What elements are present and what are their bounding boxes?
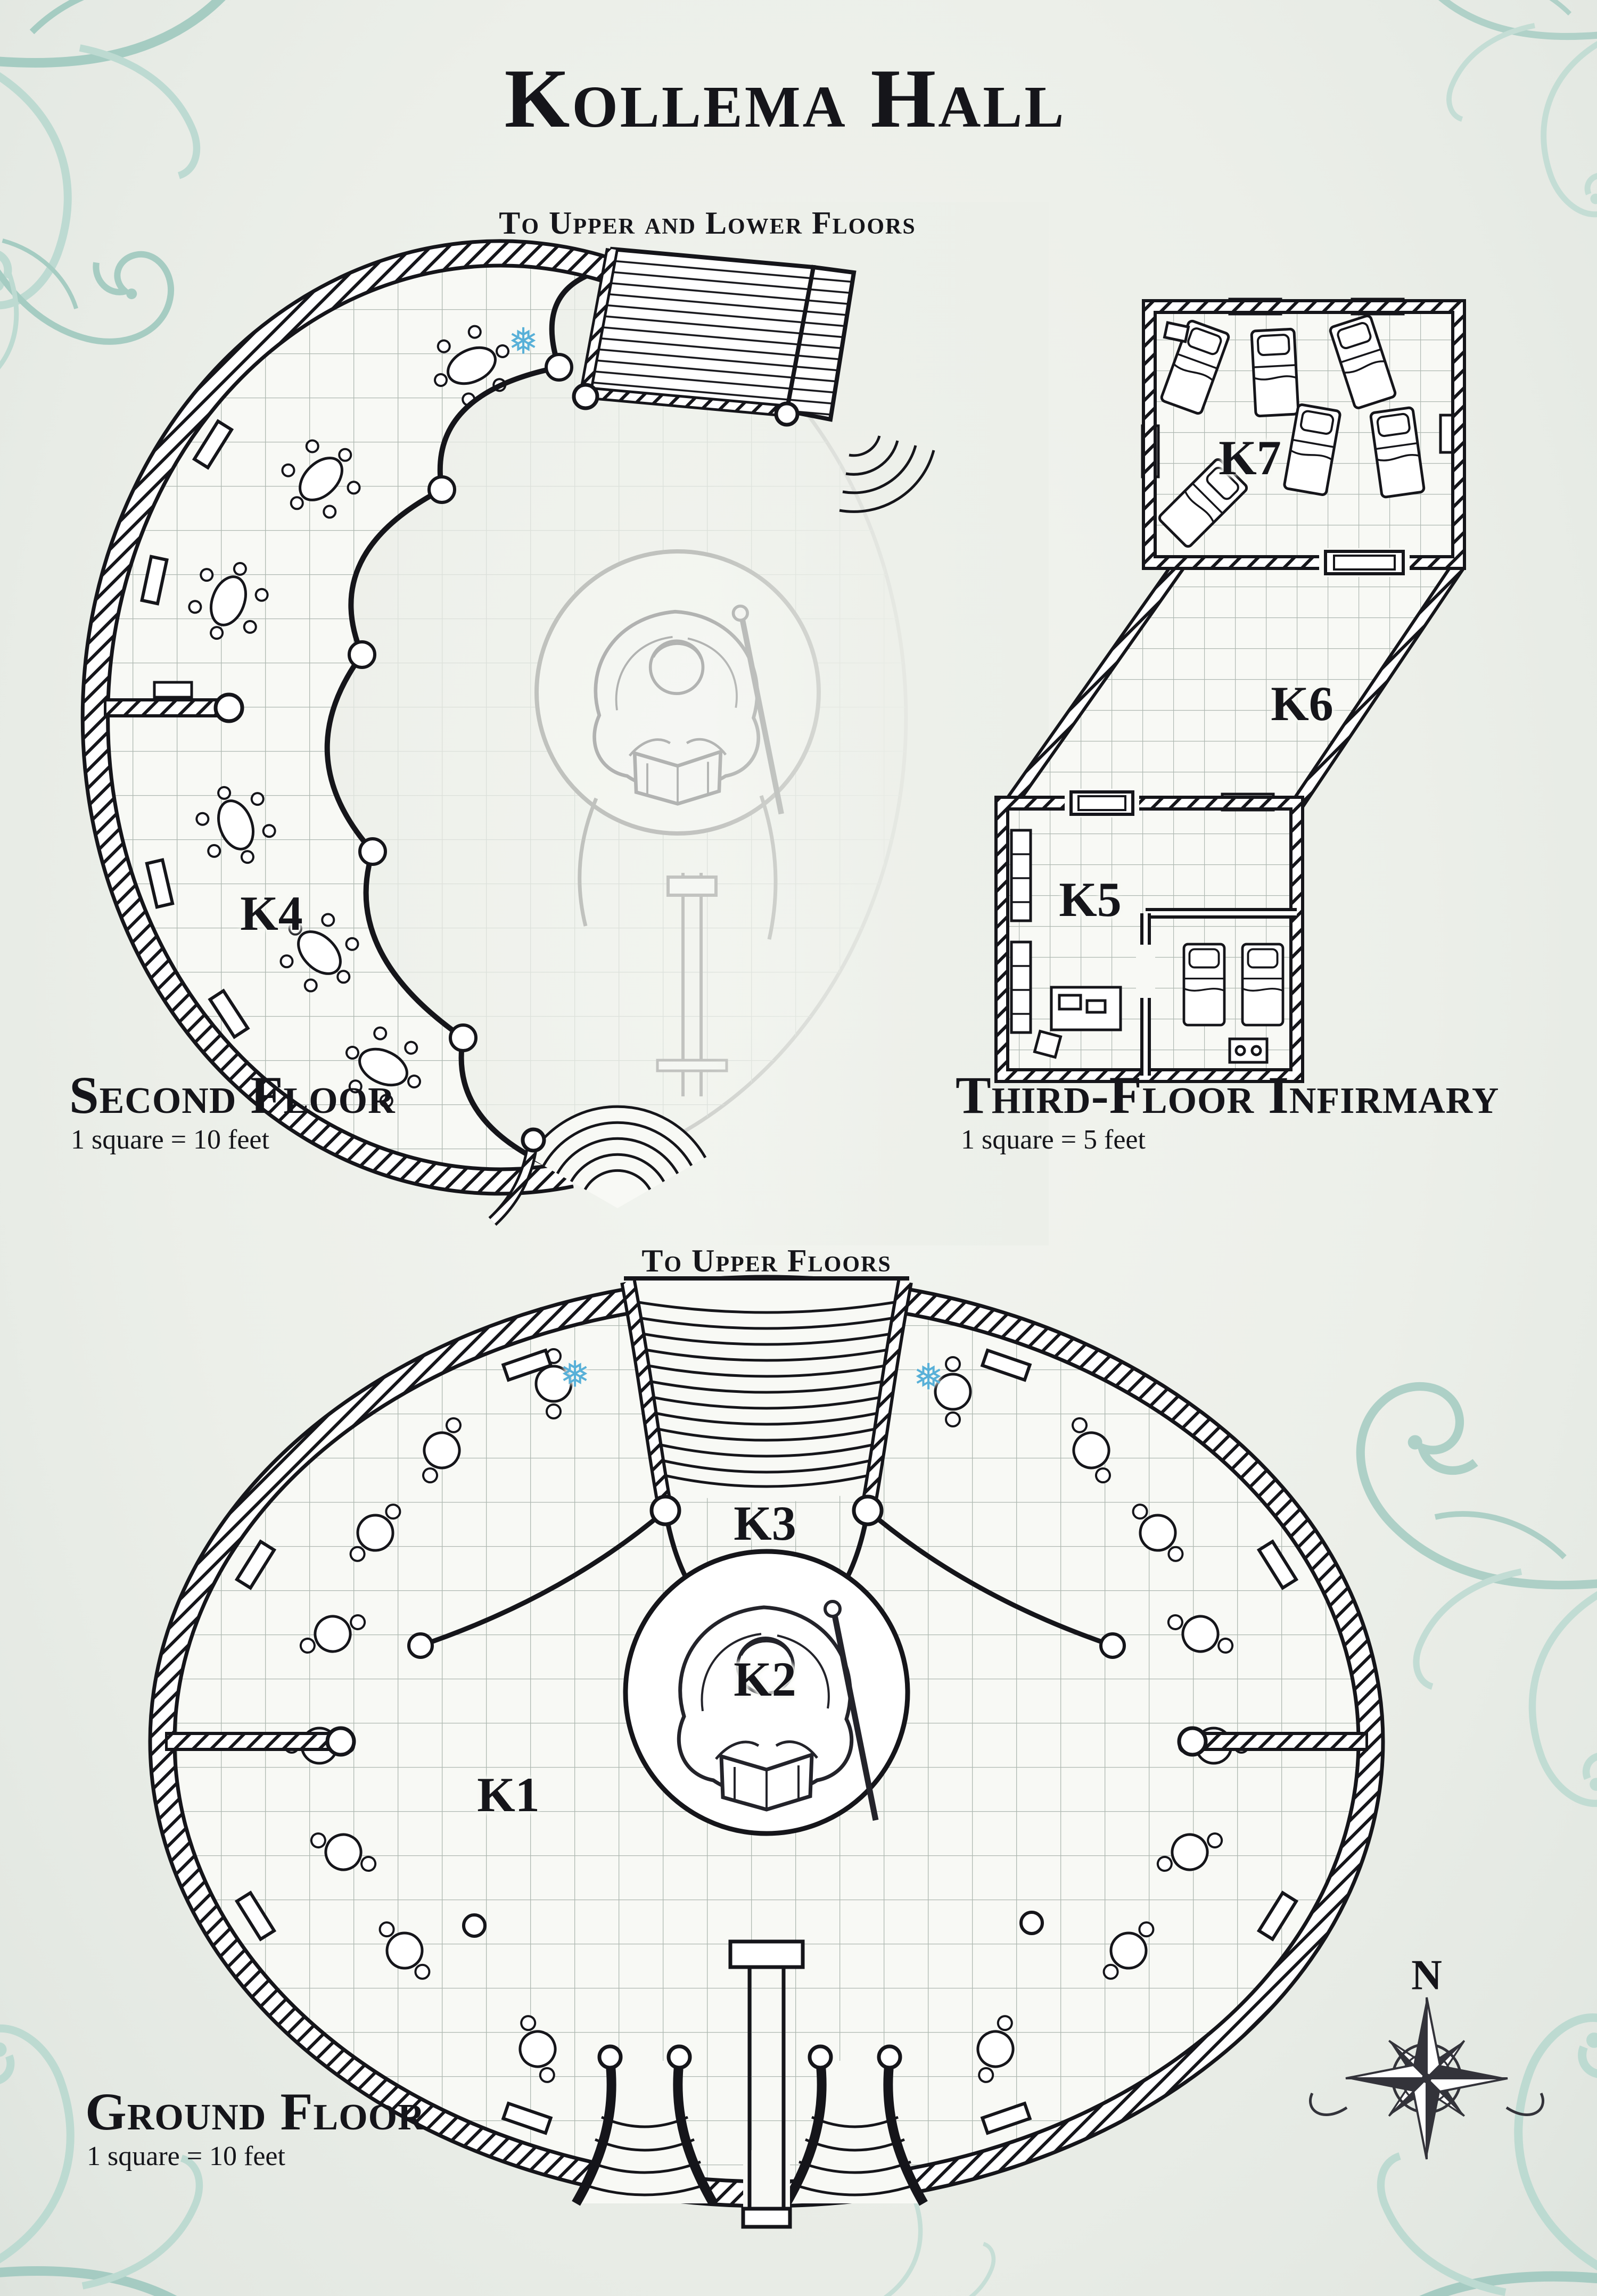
pillar — [1019, 1911, 1044, 1935]
infirmary-scale-note: 1 square = 5 feet — [961, 1125, 1146, 1155]
ground-floor-caption: Ground Floor — [85, 2082, 425, 2141]
room-label-k5: K5 — [1059, 872, 1122, 927]
second-floor-scale-note: 1 square = 10 feet — [71, 1125, 269, 1155]
second-floor-map — [80, 202, 1049, 1245]
room-label-k4: K4 — [240, 886, 303, 940]
ground-floor-map — [148, 1275, 1385, 2229]
balcony-scallop-rail — [324, 267, 607, 1177]
second-floor-caption: Second Floor — [69, 1066, 396, 1125]
second-floor-stair-block — [572, 246, 935, 513]
room-label-k6: K6 — [1271, 676, 1333, 731]
corner-flourish-top-right — [1404, 0, 1597, 214]
ground-floor-wall-spurs — [165, 1726, 1368, 1757]
map-title: Kollema Hall — [504, 52, 1066, 145]
snowflake-icon: ❅ — [559, 1353, 590, 1396]
compass-rose — [1308, 1996, 1545, 2160]
infirmary-map — [994, 298, 1466, 1083]
infirmary-caption: Third-Floor Infirmary — [956, 1066, 1500, 1125]
room-label-k2: K2 — [734, 1652, 796, 1706]
ground-floor-top-stairs — [620, 1276, 913, 1526]
snowflake-icon: ❅ — [913, 1356, 944, 1399]
snowflake-icon: ❅ — [508, 320, 539, 363]
infirmary-doors — [1065, 548, 1410, 817]
second-floor-bottom-stairs — [488, 1105, 707, 1226]
second-floor-outer-wall — [80, 239, 610, 1196]
room-label-k1: K1 — [477, 1768, 540, 1822]
stair-fan-upper — [839, 435, 935, 513]
compass-north-label: N — [1411, 1952, 1442, 1999]
room-label-k3: K3 — [734, 1496, 796, 1550]
pillar — [462, 1913, 487, 1938]
ground-floor-scale-note: 1 square = 10 feet — [87, 2141, 285, 2171]
second-floor-wall-spur — [104, 681, 244, 723]
room-label-k7: K7 — [1219, 431, 1281, 485]
infirmary-walls — [994, 299, 1466, 1083]
edge-flourish-right — [1361, 1386, 1597, 1803]
ground-floor-bottom-stairs — [572, 1939, 928, 2229]
statue-circle — [623, 1549, 910, 1836]
second-floor-stairs-label: To Upper and Lower Floors — [499, 205, 916, 241]
ground-floor-stairs-label: To Upper Floors — [641, 1243, 892, 1278]
